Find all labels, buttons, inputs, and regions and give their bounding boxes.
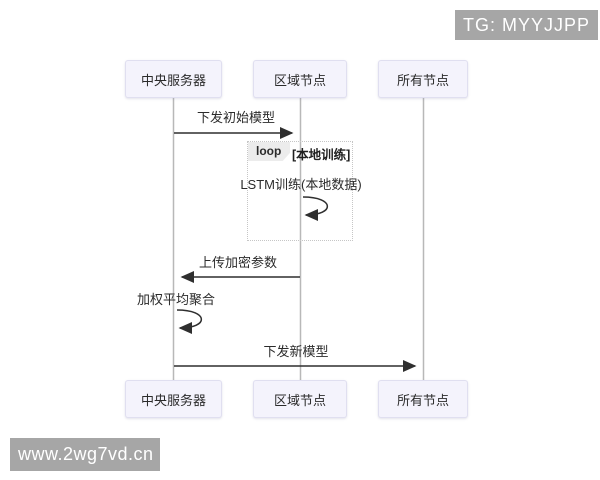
message-label-upload-encrypted-params: 上传加密参数 [198,255,278,270]
watermark-url-badge: www.2wg7vd.cn [10,438,160,471]
actor-label: 区域节点 [273,72,326,88]
watermark-telegram-badge: TG: MYYJJPP [455,10,598,40]
actor-label: 所有节点 [396,72,449,88]
message-label-weighted-aggregation: 加权平均聚合 [136,292,216,307]
actor-label: 中央服务器 [140,392,206,408]
message-label-send-initial-model: 下发初始模型 [196,110,276,125]
actor-top-regional-node: 区域节点 [253,60,347,98]
actor-top-central-server: 中央服务器 [125,60,222,98]
self-loop-lstm-training [302,196,328,221]
loop-fragment-box: loop [本地训练] [247,141,353,241]
actor-label: 区域节点 [273,392,326,408]
message-label-lstm-training: LSTM训练(本地数据) [240,177,362,192]
actor-bottom-central-server: 中央服务器 [125,380,222,418]
actor-label: 所有节点 [396,392,449,408]
loop-condition-label: [本地训练] [292,148,351,162]
actor-bottom-regional-node: 区域节点 [253,380,347,418]
actor-top-all-nodes: 所有节点 [378,60,468,98]
actor-bottom-all-nodes: 所有节点 [378,380,468,418]
loop-tag: loop [248,142,291,161]
actor-label: 中央服务器 [140,72,206,88]
self-loop-weighted-aggregation [176,309,202,334]
message-label-send-new-model: 下发新模型 [263,344,329,359]
